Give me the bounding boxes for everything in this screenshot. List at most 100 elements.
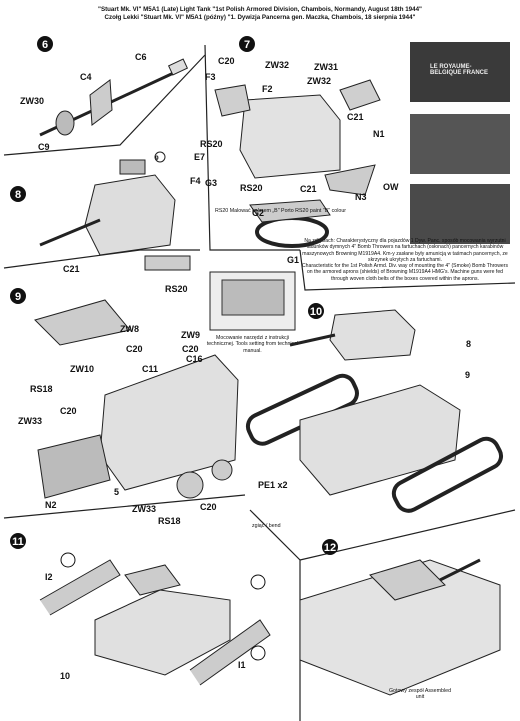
tools-panel [209,271,296,331]
step-10-number: 10 [310,306,322,318]
part-zw33-a: ZW33 [18,416,42,426]
photo-1-text: LE ROYAUME-BELGIQUE FRANCE [430,64,489,76]
part-c20-s9b: C20 [182,344,199,354]
divider-7-vertical [204,44,300,251]
reference-photo-2 [410,114,510,174]
part-c11: C11 [142,364,158,374]
step-7-marker [239,36,255,52]
header-title-en: "Stuart Mk. VI" M5A1 (Late) Light Tank "… [98,6,422,13]
part-c16: C16 [186,354,203,364]
part-c20-s9c: C20 [60,406,77,416]
divider-6-7 [3,54,206,156]
part-g3: G3 [205,178,217,188]
tools-note-box: Mocowanie narzędzi z instrukcji technicz… [206,335,299,354]
ref-step-10-s11: 10 [60,671,70,681]
part-f2: F2 [262,84,273,94]
step-6-labels: C6 C4 ZW30 C9 [20,52,147,152]
step-10-labels: 5 8 9 PE1 x2 zgiąć / bend [252,339,471,529]
part-c20-s9d: C20 [200,502,217,512]
step-11-number: 11 [12,536,24,548]
part-rs20-s8: RS20 [165,284,188,294]
step-12-marker [322,539,338,555]
caption-en: Characteristic for the 1st Polish Armd. … [301,263,508,282]
step-11-drawing [39,559,271,686]
part-zw9: ZW9 [181,330,200,340]
part-zw33-b: ZW33 [132,504,156,514]
part-rs20-s7b: RS20 [240,183,263,193]
part-c21-s8: C21 [63,264,80,274]
part-zw8: ZW8 [120,324,139,334]
bend-note: zgiąć / bend [252,523,281,529]
step-7-drawing [214,79,381,248]
tools-note: Mocowanie narzędzi z instrukcji technicz… [206,335,299,354]
step-12-drawing [299,558,501,696]
arrow-icon-b [250,574,266,590]
part-rs18-b: RS18 [158,516,181,526]
step-11-labels: I2 I1 10 [45,552,266,681]
part-zw30: ZW30 [20,96,44,106]
photo-caption: Na zdjęciach: Charakterystyczny dla poja… [300,238,510,282]
reference-photo-3 [410,184,510,244]
step-10-marker [308,303,324,319]
part-rs18-a: RS18 [30,384,53,394]
divider-10 [299,249,516,291]
part-e7: E7 [194,152,205,162]
rs20-paint-note: RS20 Malować kolorem „B" Porto RS20 pain… [215,208,346,214]
step-9-number: 9 [15,291,21,303]
step-9-labels: ZW8 ZW9 C20 C20 C16 ZW10 C11 RS18 C20 ZW… [18,324,217,526]
part-c21-s7b: C21 [300,184,317,194]
part-zw10: ZW10 [70,364,94,374]
step-12-number: 12 [324,542,336,554]
ref-step-5: 5 [114,487,119,497]
step-10-drawing [245,309,504,513]
ref-step-8-s10: 8 [466,339,471,349]
step-8-drawing [39,151,191,271]
part-c6: C6 [135,52,147,62]
part-n1: N1 [373,129,385,139]
step-8-labels: 9 C21 RS20 [63,155,188,294]
reference-photo-1: LE ROYAUME-BELGIQUE FRANCE [410,42,510,102]
caption-pl: Na zdjęciach: Charakterystyczny dla poja… [302,238,508,263]
part-c20-s9a: C20 [126,344,143,354]
step-6-drawing [39,58,189,137]
part-f3: F3 [205,72,216,82]
part-n2: N2 [45,500,57,510]
assembled-note-box: Gotowy zespół Assembled unit [388,688,452,701]
step-11-marker [10,533,26,549]
part-ow: OW [383,182,399,192]
part-zw32-a: ZW32 [265,60,289,70]
part-i1: I1 [238,660,246,670]
step-7-labels: C20 ZW32 ZW31 ZW32 F3 F2 C21 N1 RS20 E7 … [190,56,399,265]
assembled-note: Gotowy zespół Assembled unit [388,688,452,701]
track-links [144,255,191,271]
panel-dividers [3,44,516,721]
step-markers: 6 7 8 9 10 11 12 [10,36,338,555]
arrow-icon-c [250,645,266,661]
step-8-marker [10,186,26,202]
part-i2: I2 [45,572,53,582]
step-7-number: 7 [244,39,250,51]
part-c20-s7: C20 [218,56,235,66]
part-zw31: ZW31 [314,62,338,72]
step-6-marker [37,36,53,52]
divider-11-12 [249,509,301,721]
header-title-pl: Czołg Lekki "Stuart Mk. VI" M5A1 (późny)… [104,13,416,21]
part-g2: G2 [252,208,264,218]
divider-9-11 [3,494,246,519]
part-n3: N3 [355,192,367,202]
part-c21-s7a: C21 [347,112,364,122]
ref-step-9-s8: 9 [155,155,159,162]
divider-8-9 [3,249,200,269]
arrow-icon-a [60,552,76,568]
part-c9: C9 [38,142,50,152]
part-f4: F4 [190,176,201,186]
part-rs20-s7a: RS20 [200,139,223,149]
header: "Stuart Mk. VI" M5A1 (Late) Light Tank "… [0,6,520,21]
step-8-number: 8 [15,189,21,201]
part-zw32-b: ZW32 [307,76,331,86]
part-pe1: PE1 x2 [258,480,288,490]
step-6-number: 6 [42,39,48,51]
part-c4: C4 [80,72,92,82]
part-g1: G1 [287,255,299,265]
